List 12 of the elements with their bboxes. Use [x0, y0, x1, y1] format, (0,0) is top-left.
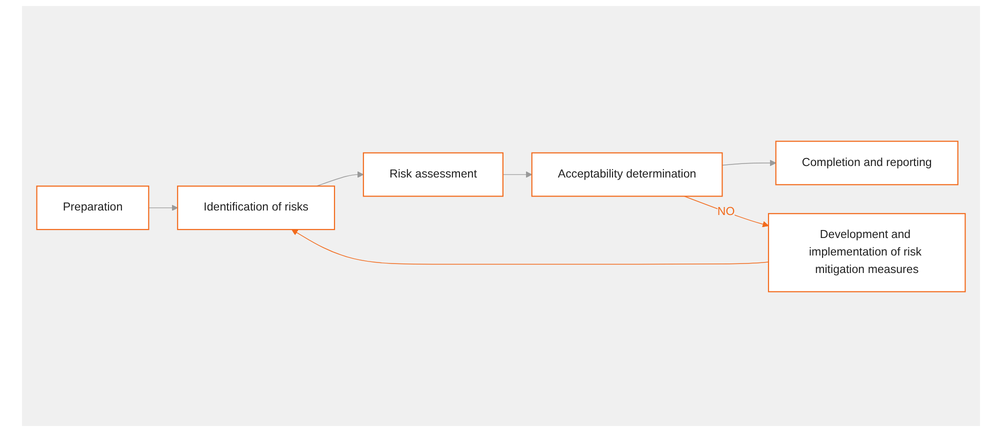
- arrow: [292, 228, 769, 264]
- node-box: Identification of risks: [177, 185, 336, 230]
- node-box: Risk assessment: [362, 152, 504, 196]
- arrow: [148, 204, 178, 210]
- node-box: Development and implementation of risk mitigation measures: [768, 212, 966, 292]
- node-box: Completion and reporting: [775, 140, 958, 185]
- node-box: Preparation: [36, 185, 150, 230]
- arrow: [722, 159, 776, 166]
- edge-label: NO: [717, 205, 735, 218]
- arrow: [684, 195, 769, 227]
- arrow: [502, 170, 532, 178]
- node-box: Acceptability determination: [531, 152, 723, 196]
